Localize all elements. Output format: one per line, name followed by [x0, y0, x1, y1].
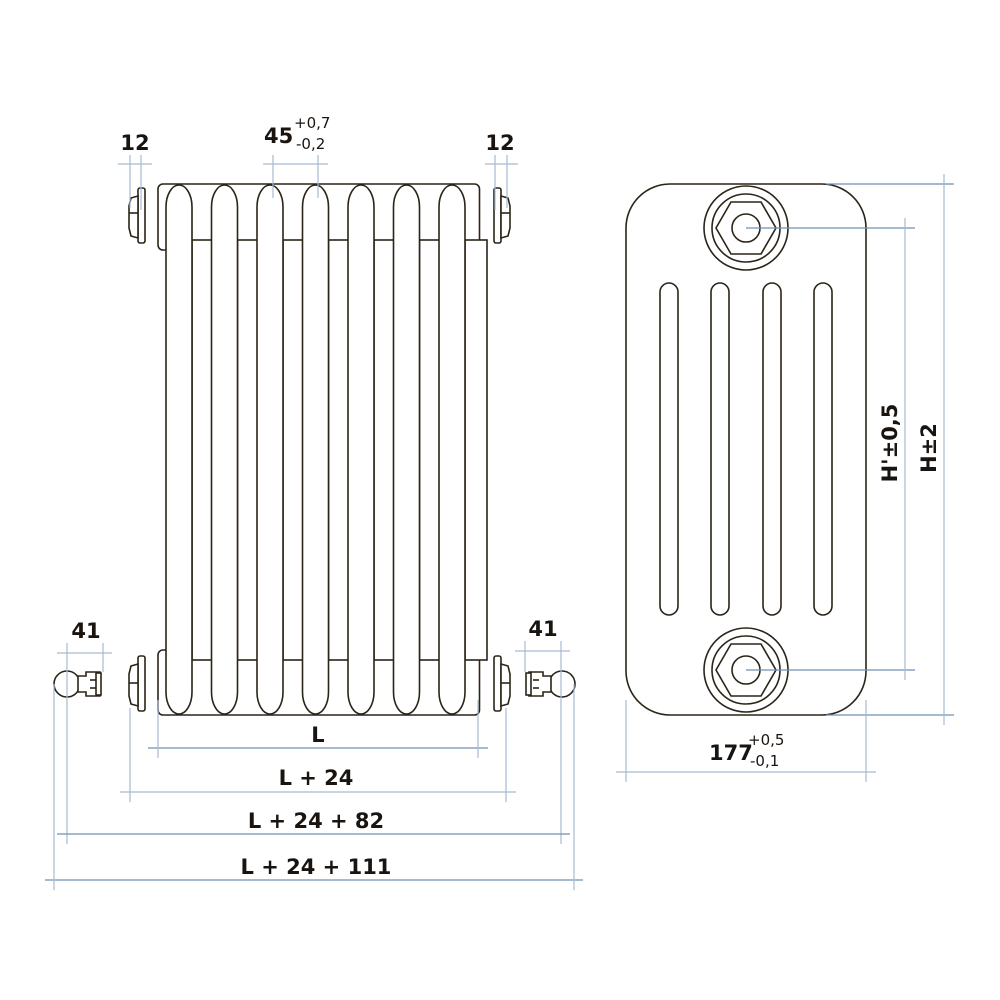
left-valve: [53, 670, 102, 698]
side-body: [625, 183, 867, 716]
label-depth-tol-plus: +0,5: [748, 731, 784, 749]
radiator-sections: [157, 183, 488, 716]
rear-tube: [464, 239, 488, 661]
front-tube: [210, 184, 239, 715]
label-left-nipple-width: 12: [120, 131, 149, 155]
right-top-plug: [493, 187, 511, 244]
front-tube: [165, 184, 193, 715]
front-tube: [438, 184, 466, 715]
label-length-L24-82: L + 24 + 82: [248, 809, 384, 833]
column-slot: [762, 282, 782, 616]
column-slots: [659, 282, 833, 616]
dim-left-nipple: 12: [118, 131, 152, 210]
dim-center-height: H'±0,5: [746, 218, 915, 680]
front-tube: [256, 184, 284, 715]
column-slot: [659, 282, 679, 616]
dim-left-valve: 41: [57, 619, 112, 844]
right-valve: [525, 670, 576, 698]
dim-right-nipple: 12: [485, 131, 518, 210]
front-tube: [301, 184, 330, 715]
dim-length-L24: L + 24: [120, 708, 516, 802]
front-tube: [347, 184, 375, 715]
dim-depth: 177 +0,5 -0,1: [616, 700, 876, 782]
column-slot: [710, 282, 730, 616]
label-right-valve-width: 41: [528, 617, 557, 641]
label-left-valve-width: 41: [71, 619, 100, 643]
label-section-pitch-tol-plus: +0,7: [294, 114, 330, 132]
front-view: 12 12 45 +0,7 -0,2 41: [45, 114, 583, 890]
side-view: H'±0,5 H±2 177 +0,5 -0,1: [616, 174, 954, 782]
left-top-plug: [128, 187, 146, 244]
column-slot: [813, 282, 833, 616]
front-tube: [392, 184, 421, 715]
label-center-height: H'±0,5: [878, 404, 902, 483]
left-bottom-plug: [128, 655, 146, 712]
label-section-pitch-tol-minus: -0,2: [296, 135, 325, 153]
label-total-height: H±2: [917, 423, 941, 473]
label-section-pitch: 45: [264, 124, 293, 148]
label-depth: 177: [709, 741, 753, 765]
label-length-L24-111: L + 24 + 111: [241, 855, 392, 879]
dim-section-pitch: 45 +0,7 -0,2: [263, 114, 330, 198]
dim-length-L: L: [148, 700, 488, 758]
dim-length-L24-111: L + 24 + 111: [45, 684, 583, 890]
dim-length-L24-82: L + 24 + 82: [57, 809, 570, 835]
label-length-L24: L + 24: [279, 766, 354, 790]
label-length-L: L: [311, 723, 324, 747]
dim-total-height: H±2: [826, 174, 954, 725]
label-right-nipple-width: 12: [485, 131, 514, 155]
dim-right-valve: 41: [515, 617, 570, 844]
label-depth-tol-minus: -0,1: [750, 752, 779, 770]
right-bottom-plug: [493, 655, 511, 712]
